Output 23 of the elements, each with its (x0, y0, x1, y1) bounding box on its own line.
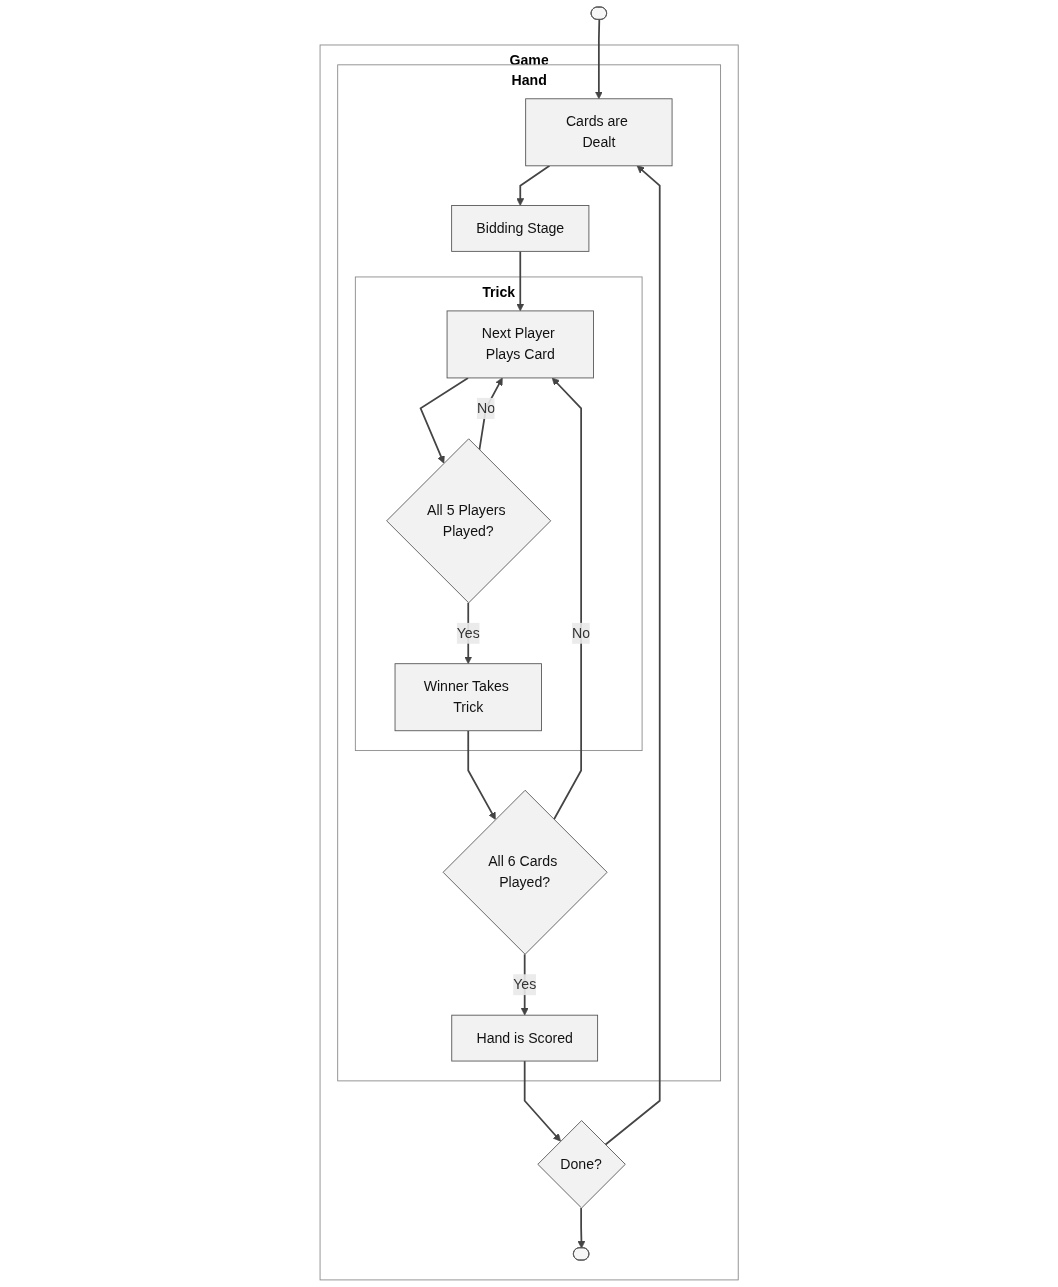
node-diamond: Done? (537, 1120, 626, 1209)
node-diamond: All 6 Cards Played? (442, 789, 608, 955)
node-diamond: All 5 Players Played? (386, 438, 551, 604)
arrow (464, 602, 472, 665)
edge-label: Yes (456, 625, 480, 641)
node-box: Next Player Plays Card (446, 310, 594, 379)
edge-label: Yes (513, 976, 537, 992)
arrow (594, 19, 603, 100)
arrow (467, 729, 496, 820)
node-box: Winner Takes Trick (394, 663, 542, 732)
arrow (516, 250, 524, 312)
arrow (520, 953, 529, 1016)
node-box: Hand is Scored (451, 1014, 598, 1062)
arrow (604, 165, 661, 1146)
edge-label: No (476, 400, 495, 416)
node-box: Bidding Stage (451, 205, 590, 252)
arrow (551, 377, 582, 821)
arrow (577, 1207, 586, 1249)
arrow (523, 1060, 561, 1142)
edge-label: No (571, 625, 591, 641)
arrow (516, 164, 551, 206)
node-box: Cards are Dealt (525, 98, 673, 167)
arrow (419, 377, 469, 464)
